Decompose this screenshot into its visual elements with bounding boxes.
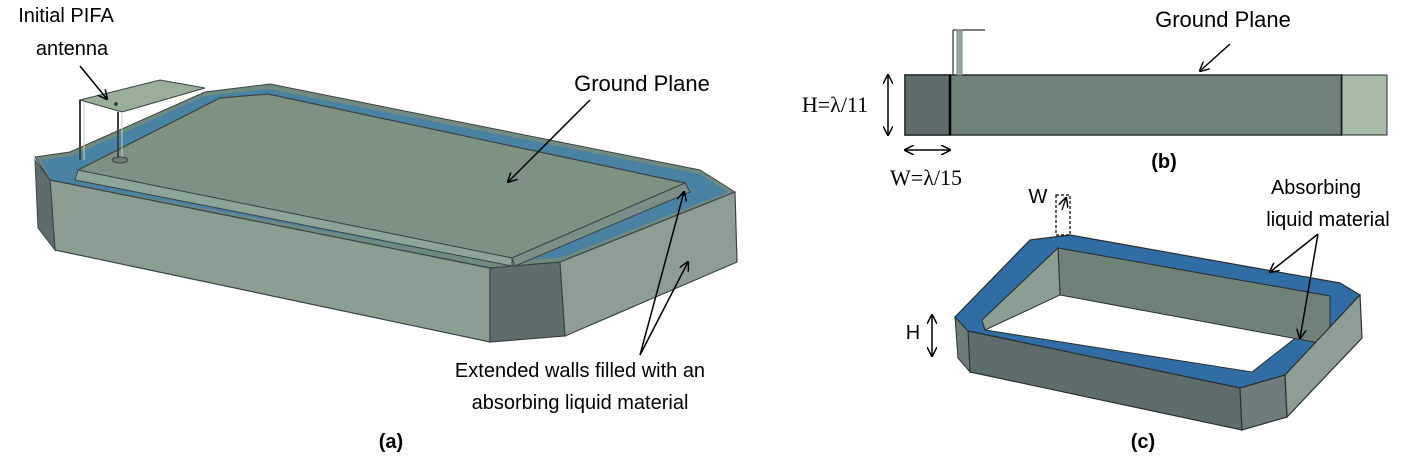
- frame-right-wall: [1284, 293, 1363, 419]
- inner-right-strip: [511, 182, 691, 267]
- walls-arrow-1: [639, 192, 684, 356]
- panel-b-side-view: [904, 29, 1388, 136]
- absorbing-label-line2: liquid material: [1266, 209, 1389, 231]
- h-label-c: H: [906, 322, 920, 344]
- ground-plane-side: [904, 74, 1343, 136]
- panel-a-device: [34, 79, 738, 343]
- antenna-pin-side: [956, 29, 963, 76]
- panel-c-wall-frame: [954, 194, 1363, 431]
- left-corner-wall: [34, 158, 56, 252]
- width-label-b: W=λ/15: [890, 165, 962, 190]
- height-label-b: H=λ/11: [802, 92, 868, 117]
- panel-a-caption: (a): [379, 431, 403, 453]
- right-wall-side: [1341, 74, 1388, 136]
- absorbing-arrow-2: [1300, 233, 1319, 338]
- antenna-label-line2: antenna: [36, 38, 109, 60]
- absorbing-arrow-1: [1270, 233, 1319, 272]
- left-wall-side: [904, 74, 951, 136]
- w-dimension-box: [1055, 194, 1071, 236]
- ground-plane-arrow-b: [1200, 43, 1231, 71]
- pifa-top-plate: [78, 79, 206, 113]
- right-side-wall: [559, 191, 738, 337]
- absorbing-label-line1: Absorbing: [1271, 177, 1361, 199]
- panel-b-caption: (b): [1151, 151, 1177, 173]
- antenna-label-line1: Initial PIFA: [18, 5, 114, 27]
- w-label-c: W: [1029, 186, 1048, 208]
- walls-arrow-2: [639, 262, 688, 356]
- panel-c-caption: (c): [1131, 431, 1155, 453]
- walls-label-line1: Extended walls filled with an: [455, 360, 705, 382]
- ground-plane-label-b: Ground Plane: [1155, 7, 1291, 32]
- ground-plane-arrow-a: [508, 99, 591, 182]
- frame-left-corner: [954, 315, 971, 374]
- frame-inner-left-wall: [981, 246, 1061, 331]
- walls-label-line2: absorbing liquid material: [472, 392, 689, 414]
- front-right-corner-wall: [489, 261, 566, 343]
- ground-plane-label-a: Ground Plane: [574, 71, 710, 96]
- antenna-arrow: [79, 65, 107, 99]
